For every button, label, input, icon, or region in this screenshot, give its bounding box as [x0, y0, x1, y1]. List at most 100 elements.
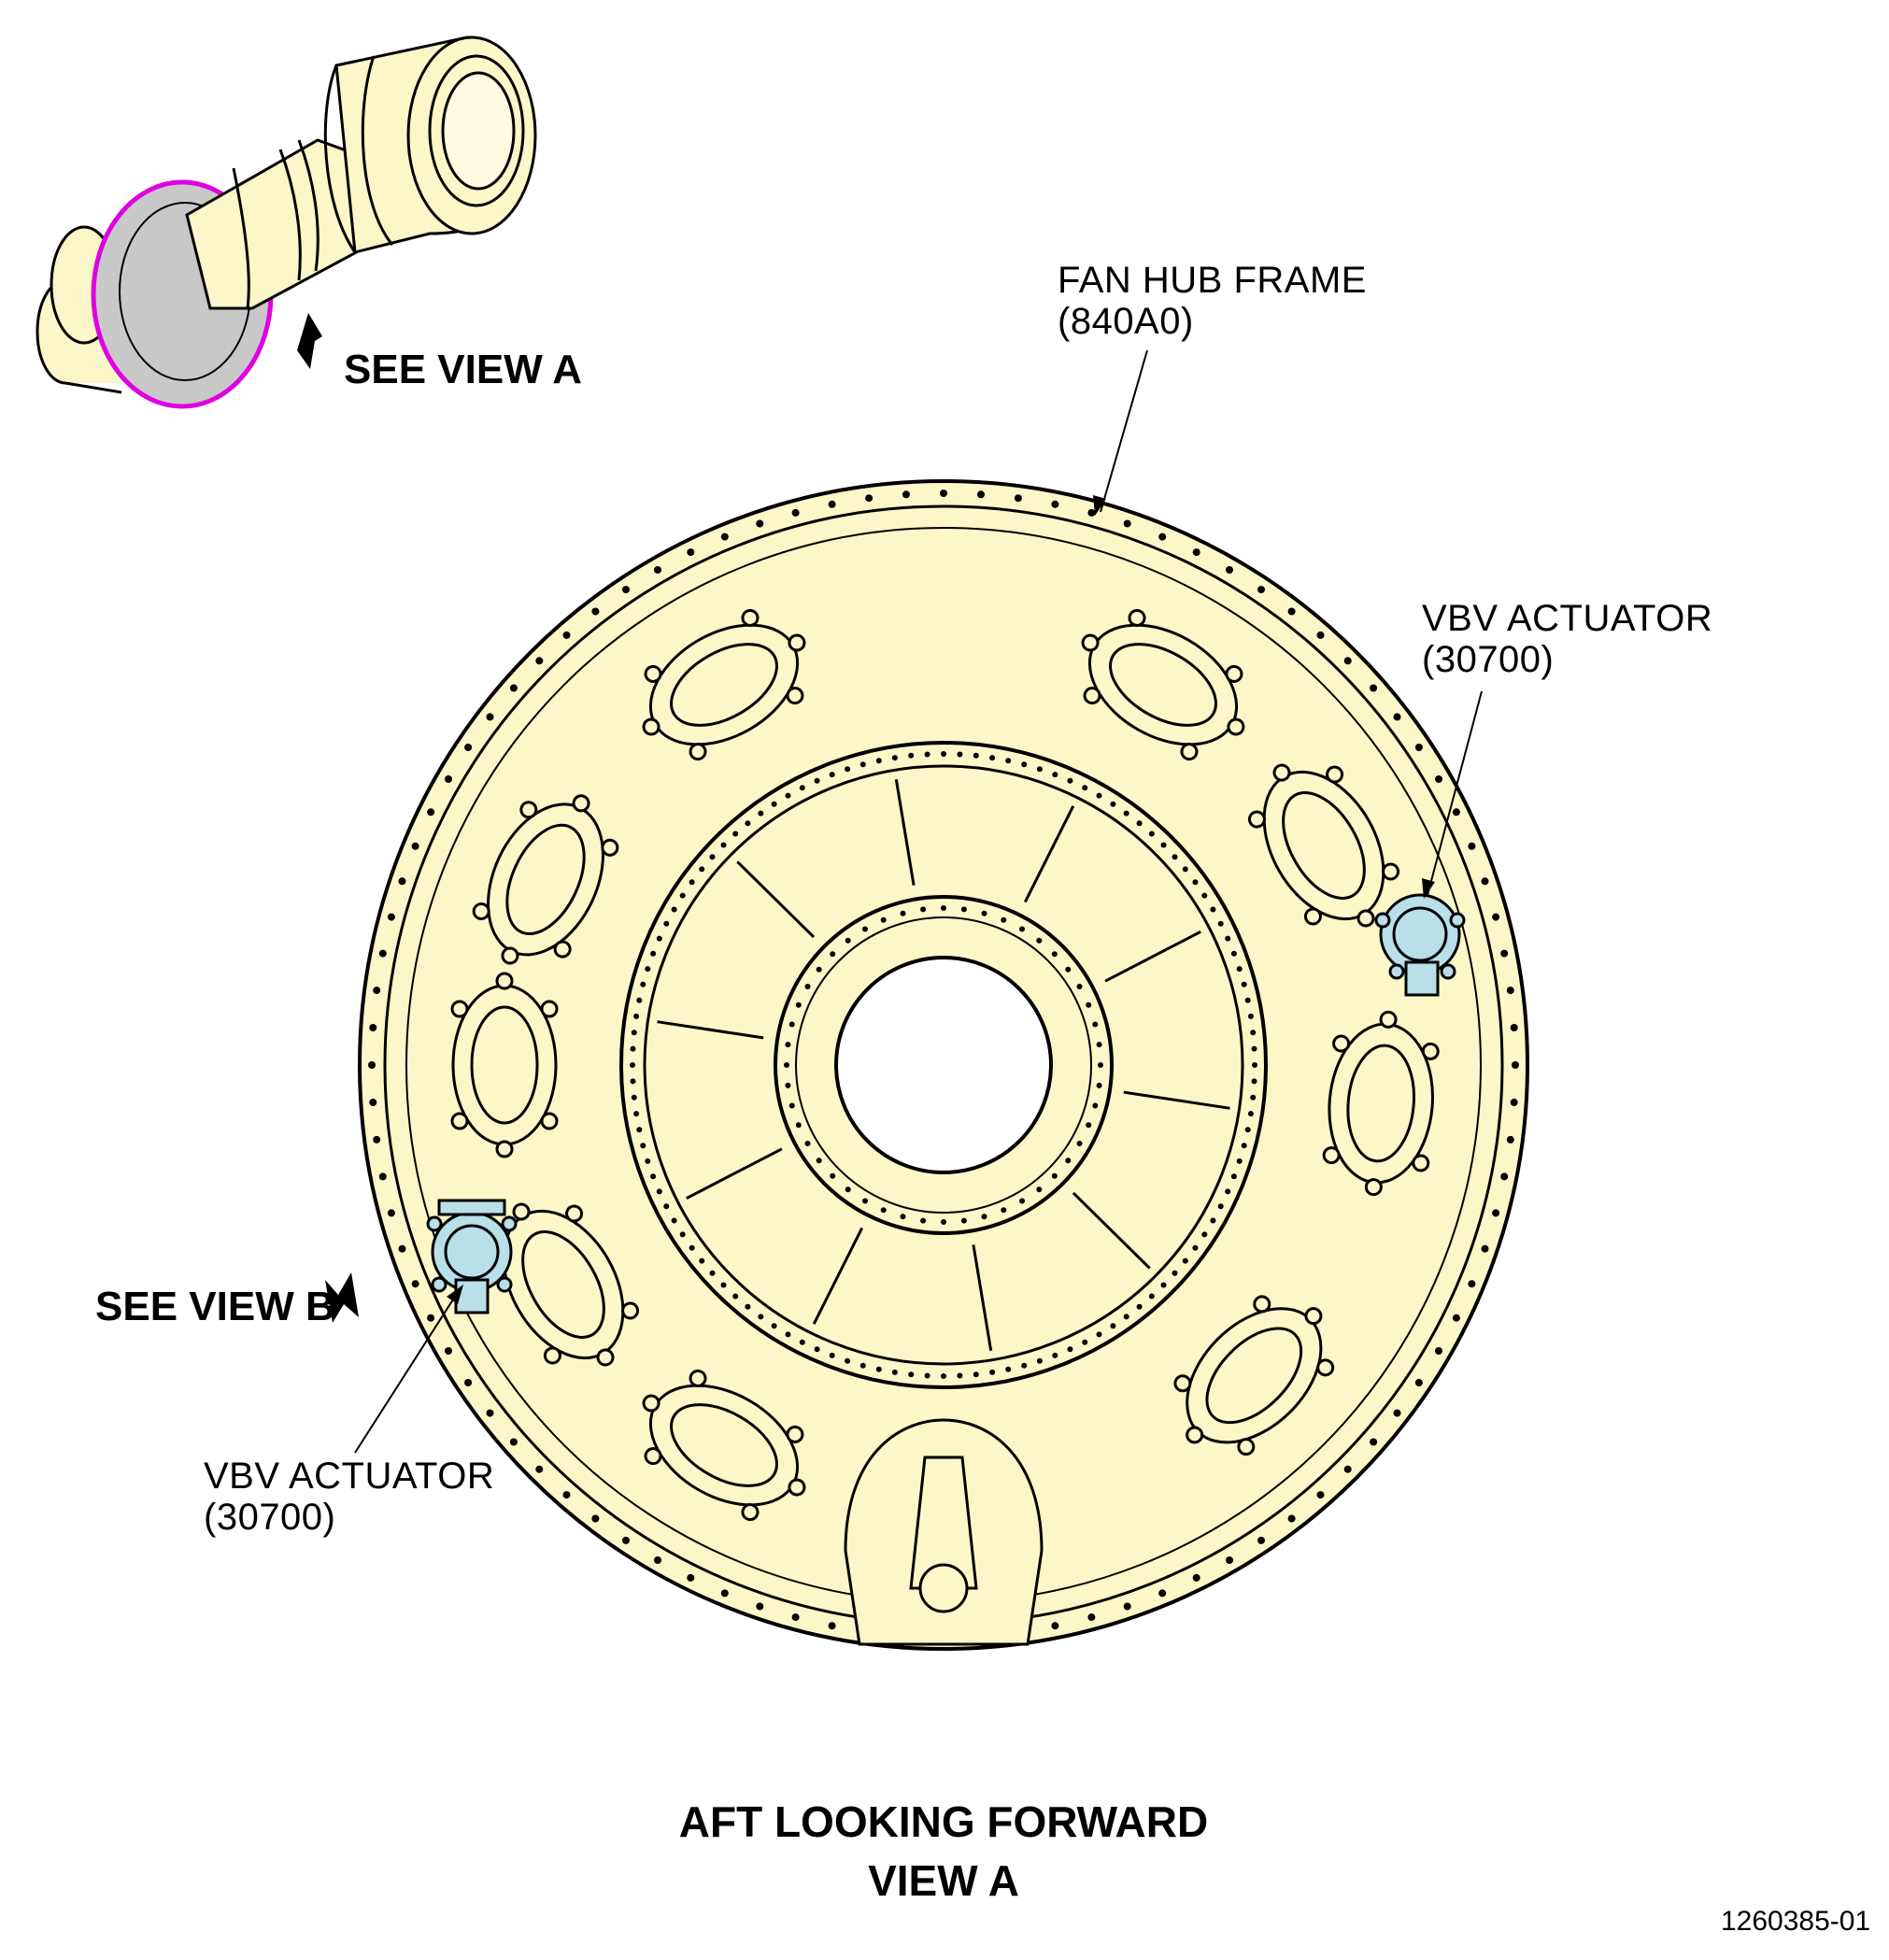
mid-ring-bolt — [1230, 1173, 1237, 1180]
frame-strut — [1123, 1090, 1230, 1110]
mid-ring-bolt — [875, 1366, 882, 1372]
view-a-arrow-icon — [297, 313, 322, 369]
mid-ring-bolt — [689, 1244, 695, 1251]
hub-bolt — [1096, 1082, 1102, 1088]
vbv-actuator-left-ref: (30700) — [204, 1497, 336, 1538]
flange-bolt — [720, 533, 729, 541]
mid-ring-bolt — [633, 1111, 640, 1117]
hub-bolt — [1096, 1042, 1102, 1048]
flange-bolt — [591, 1514, 600, 1523]
mid-ring-bolt — [1236, 1158, 1243, 1164]
hub-bolt — [960, 906, 967, 913]
mid-ring-bolt — [671, 1217, 677, 1224]
mid-ring-bolt — [973, 752, 979, 759]
fan-hub-frame-name: FAN HUB FRAME — [1058, 260, 1367, 301]
access-panels — [450, 608, 1440, 1522]
hub-bolt — [784, 1062, 789, 1068]
flange-bolt — [1481, 877, 1489, 886]
bottom-housing — [844, 1418, 1044, 1646]
hub-bolt — [788, 1021, 795, 1028]
mid-ring-bolt — [1052, 1352, 1058, 1358]
mid-ring-bolt — [1182, 1257, 1188, 1264]
fan-hub-frame-ref: (840A0) — [1058, 301, 1194, 342]
mid-ring-bolt — [699, 1257, 705, 1264]
flange-bolt — [445, 775, 452, 783]
mid-ring-bolt — [989, 1369, 996, 1375]
flange-bolt — [791, 508, 800, 517]
vbv-actuator-right-name: VBV ACTUATOR — [1422, 598, 1713, 639]
mid-ring-bolt — [758, 810, 764, 817]
hub-bolt — [1076, 984, 1083, 989]
mid-ring-bolt — [679, 1231, 686, 1238]
flange-bolt — [828, 1622, 836, 1630]
hub-bolt — [862, 926, 868, 932]
mid-ring-bolt — [1172, 854, 1178, 860]
access-panel — [472, 794, 619, 965]
flange-bolt — [902, 490, 910, 499]
mid-ring-bolt — [875, 758, 882, 764]
access-panel — [1081, 608, 1245, 761]
mid-ring-bolt — [1110, 801, 1116, 807]
mid-ring-bolt — [1096, 1331, 1102, 1338]
hub-bolt — [920, 906, 927, 913]
hub-bolt — [1065, 1158, 1072, 1164]
mid-ring-bolt — [1236, 966, 1243, 973]
mid-ring-bolt — [814, 777, 820, 784]
flange-bolt — [1481, 1244, 1489, 1253]
mid-ring-bolt — [732, 831, 739, 837]
hub-bolt — [804, 1141, 811, 1146]
flange-bolt — [1158, 1589, 1167, 1598]
mid-ring-bolt — [1182, 866, 1188, 873]
frame-strut — [736, 860, 816, 939]
access-panel — [1247, 763, 1400, 928]
flange-bolt — [654, 1556, 661, 1564]
mid-ring-bolt — [645, 966, 651, 973]
fan-hub-frame-label: FAN HUB FRAME (840A0) — [1058, 260, 1367, 342]
flange-bolt — [1051, 1622, 1059, 1630]
mid-ring-bolt — [859, 761, 866, 768]
frame-strut — [894, 778, 916, 886]
flange-bolt — [1192, 1573, 1200, 1582]
hub-bolt — [845, 937, 851, 944]
mid-ring-bolt — [663, 1203, 670, 1210]
mid-ring-bolt — [699, 866, 705, 873]
mid-ring-bolt — [957, 1372, 963, 1379]
mid-ring-bolt — [1244, 997, 1251, 1003]
flange-bolt — [687, 1573, 695, 1582]
frame-strut — [686, 1147, 783, 1200]
flange-bolt — [387, 913, 395, 921]
flange-bolt — [940, 490, 947, 497]
flange-bolt — [427, 808, 435, 817]
mid-ring-bolt — [720, 842, 727, 848]
flange-bolt — [562, 1491, 571, 1499]
mid-ring-bolt — [630, 1078, 636, 1085]
vbv-actuator-left-name: VBV ACTUATOR — [204, 1456, 495, 1497]
flange-bolt — [1123, 1602, 1131, 1611]
mid-ring-bolt — [1160, 1282, 1167, 1288]
flange-bolt — [369, 1099, 377, 1106]
vbv-actuator-right — [1374, 893, 1466, 997]
mid-ring-bolt — [941, 1373, 946, 1379]
mid-ring-bolt — [630, 1062, 635, 1068]
flange-bolt — [1014, 494, 1022, 503]
hub-bolt — [1051, 951, 1058, 958]
flange-bolt — [591, 607, 600, 616]
flange-bolt — [1492, 1209, 1500, 1217]
flange-bolt — [1452, 1314, 1460, 1322]
flange-bolt — [464, 744, 473, 751]
mid-ring-bolt — [973, 1371, 979, 1378]
frame-strut — [812, 1227, 864, 1325]
mid-ring-bolt — [1148, 1293, 1155, 1300]
mid-ring-bolt — [640, 981, 646, 987]
hub-bolt — [1019, 926, 1025, 932]
hub-bolt — [1092, 1102, 1099, 1109]
hub-bolt — [1036, 1186, 1043, 1193]
hub-bolt — [1086, 1122, 1092, 1129]
hub-bolt — [785, 1042, 791, 1048]
mid-ring-bolt — [1067, 777, 1073, 784]
mid-ring-bolt — [941, 751, 946, 757]
hub-bolt — [941, 905, 946, 911]
flange-bolt — [445, 1347, 452, 1355]
flange-bolt — [373, 987, 381, 995]
